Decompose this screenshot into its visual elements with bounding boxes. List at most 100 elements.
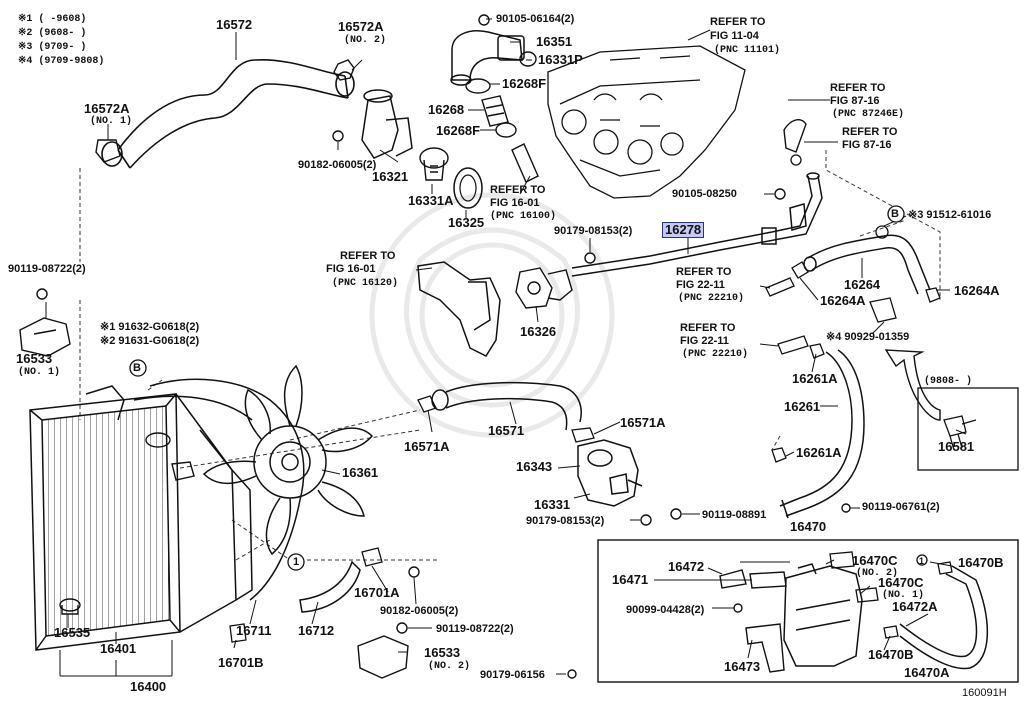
label-16321: 16321 [372,169,409,184]
ref-16-01a-line3: (PNC 16100) [490,211,557,222]
bracket-90929 [869,297,897,323]
ref-16-01b-line1: REFER TO [340,250,396,262]
label-16535: 16535 [54,625,91,640]
label-16712: 16712 [298,623,335,638]
pipe-16268 [481,95,509,127]
marker-b-left: B [133,362,141,374]
water-pump-ref-16-01 [417,261,501,357]
hose-16261 [779,349,865,519]
ref-22-11a-line2: FIG 22-11 [676,279,725,291]
support-16533-bottom [357,635,409,679]
label-16470: 16470 [790,519,827,534]
label-16343: 16343 [516,459,553,474]
label-16326: 16326 [520,324,557,339]
ref-16-01b-line2: FIG 16-01 [326,263,376,275]
thermostat-16331a [419,147,449,181]
label-16472: 16472 [668,559,705,574]
ref-87-16a-line2: FIG 87-16 [830,95,880,107]
clamp-91512 [875,225,889,239]
inset-16581 [917,387,1019,471]
label-16470c-no2: 16470C [852,553,898,568]
oring-16268f-top [465,78,491,94]
figure-id: 160091H [962,687,1007,699]
bolt-90119-06761 [841,503,851,513]
support-16533-left [19,317,71,357]
gasket-16325 [453,167,483,209]
footnote-1: ※1 ( -9608) [18,14,87,25]
label-90119-06761: 90119-06761(2) [862,501,940,513]
label-16470c-no2-note: (NO. 2) [856,568,899,579]
ref-22-11b-line2: FIG 22-11 [680,335,729,347]
engine-block [547,45,746,199]
label-16331a: 16331A [408,193,454,208]
reserve-tank-box [597,539,1019,683]
label-16701a: 16701A [354,585,400,600]
clamp-16264a-right [925,287,941,303]
label-16572a-left: 16572A [84,101,130,116]
bypass-pipe-16278 [571,172,823,277]
water-outlet-16321 [361,89,413,159]
hose-16264 [803,234,931,295]
label-16261a-bot: 16261A [796,445,842,460]
bolt-90182-top [332,130,344,142]
label-16268f-mid: 16268F [436,123,481,138]
label-16470b-top: 16470B [958,555,1004,570]
label-16268: 16268 [428,102,465,117]
reserve-tank-16470 [783,563,863,667]
label-91632: ※1 91632-G0618(2) [100,321,200,333]
label-16533-bot-note: (NO. 2) [428,661,471,672]
label-16572a-left-note: (NO. 1) [90,116,133,127]
label-16470c-no1-note: (NO. 1) [882,590,925,601]
label-16473: 16473 [724,659,761,674]
ref-16-01b-line3: (PNC 16120) [332,278,399,289]
clamp-16571a-right [571,427,595,443]
label-16572a-top: 16572A [338,19,384,34]
drain-cock-16535 [59,598,81,612]
label-16361: 16361 [342,465,379,480]
inlet-housing-16343 [577,439,643,507]
cushion-16701a [361,547,383,567]
clamp-16261a-top [809,343,825,359]
clamp-16572a-no2 [333,59,355,81]
label-16701b: 16701B [218,655,264,670]
bolt-90179-08153-bot [640,514,652,526]
gasket-16326 [515,267,573,309]
bolt-90105-06164 [478,14,490,26]
clamp-16261a-bot [771,447,787,463]
label-16472a: 16472A [892,599,938,614]
bracket-16471 [749,571,787,589]
ref-16-01a-line2: FIG 16-01 [490,197,540,209]
label-90119-08891: 90119-08891 [702,509,767,521]
label-16571a-left: 16571A [404,439,450,454]
label-16471: 16471 [612,572,649,587]
marker-b-right: B [891,208,899,220]
label-90099-04428: 90099-04428(2) [626,604,705,616]
ref-16-01a-line1: REFER TO [490,184,546,196]
label-90179-08153-bot: 90179-08153(2) [526,515,605,527]
label-16268f-top: 16268F [502,76,547,91]
bolt-90099 [733,603,743,613]
label-91512-61016: ※3 91512-61016 [908,209,992,221]
cap-16470c-no2 [829,551,855,569]
clamp-16470b-bot [883,625,899,639]
gasket-16331p [519,51,537,67]
label-16331p: 16331P [538,52,583,67]
cushion-16701b [229,623,247,643]
marker-one-box [916,554,928,566]
label-16331: 16331 [534,497,571,512]
label-16470c-no1: 16470C [878,575,924,590]
label-16533-left: 16533 [16,351,53,366]
label-16572a-top-note: (NO. 2) [344,35,387,46]
bolt-90179-08153-top [584,252,596,264]
label-16351: 16351 [536,34,573,49]
pipe-ref-22-11b [777,335,809,355]
fan-16361 [202,364,374,556]
ref-11-04-line1: REFER TO [710,16,766,28]
clamp-16571a-left [417,395,437,413]
radiator-inlet [171,461,195,481]
ref-22-11b-line1: REFER TO [680,322,736,334]
label-16470a: 16470A [904,665,950,680]
radiator-cap [145,432,171,448]
label-90179-08153-top: 90179-08153(2) [554,225,633,237]
